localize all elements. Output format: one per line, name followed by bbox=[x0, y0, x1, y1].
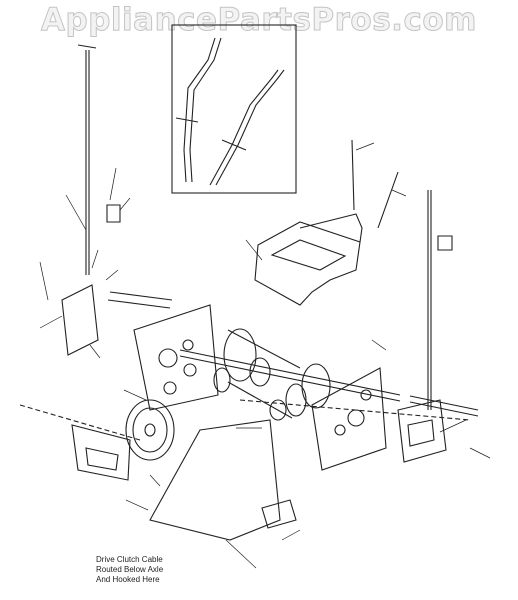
bottom-cover bbox=[149, 419, 281, 541]
right-shift-bracket bbox=[397, 399, 447, 463]
axle bbox=[179, 349, 401, 396]
left-shift-bracket bbox=[71, 424, 131, 481]
right-upper-handle bbox=[215, 69, 285, 186]
note-line-3: And Hooked Here bbox=[96, 575, 160, 584]
drive-chain-left bbox=[223, 328, 257, 382]
right-side-plate bbox=[311, 367, 387, 471]
cable-routing-note: Drive Clutch Cable Routed Below Axle And… bbox=[96, 555, 216, 585]
clutch-bracket bbox=[261, 499, 297, 529]
left-handle-bracket bbox=[61, 284, 99, 356]
handle-inset-box bbox=[171, 24, 297, 194]
speed-rod bbox=[377, 171, 399, 229]
left-side-plate bbox=[133, 304, 219, 411]
note-line-1: Drive Clutch Cable bbox=[96, 555, 163, 564]
note-line-2: Routed Below Axle bbox=[96, 565, 164, 574]
cross-tube bbox=[109, 291, 173, 301]
frame-top-plate bbox=[254, 221, 361, 306]
wheel bbox=[125, 399, 175, 461]
drive-chain-right bbox=[227, 329, 301, 419]
left-upper-handle bbox=[183, 37, 216, 183]
watermark: AppliancePartsPros.com bbox=[41, 2, 477, 39]
shift-rod bbox=[351, 139, 355, 211]
